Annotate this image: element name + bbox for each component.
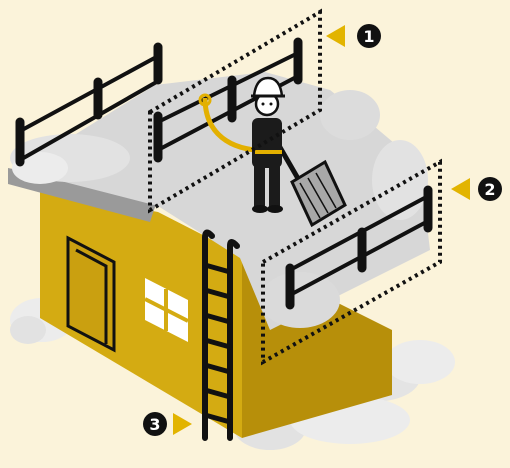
- pointer-2: [451, 178, 470, 200]
- callout-2: 2: [451, 177, 502, 201]
- callout-number-3: 3: [149, 415, 160, 434]
- callout-1: 1: [326, 24, 381, 48]
- callout-3: 3: [143, 412, 192, 436]
- callout-number-2: 2: [484, 180, 495, 199]
- pointer-1: [326, 25, 345, 47]
- callout-number-1: 1: [363, 27, 374, 46]
- pointer-3: [173, 413, 192, 435]
